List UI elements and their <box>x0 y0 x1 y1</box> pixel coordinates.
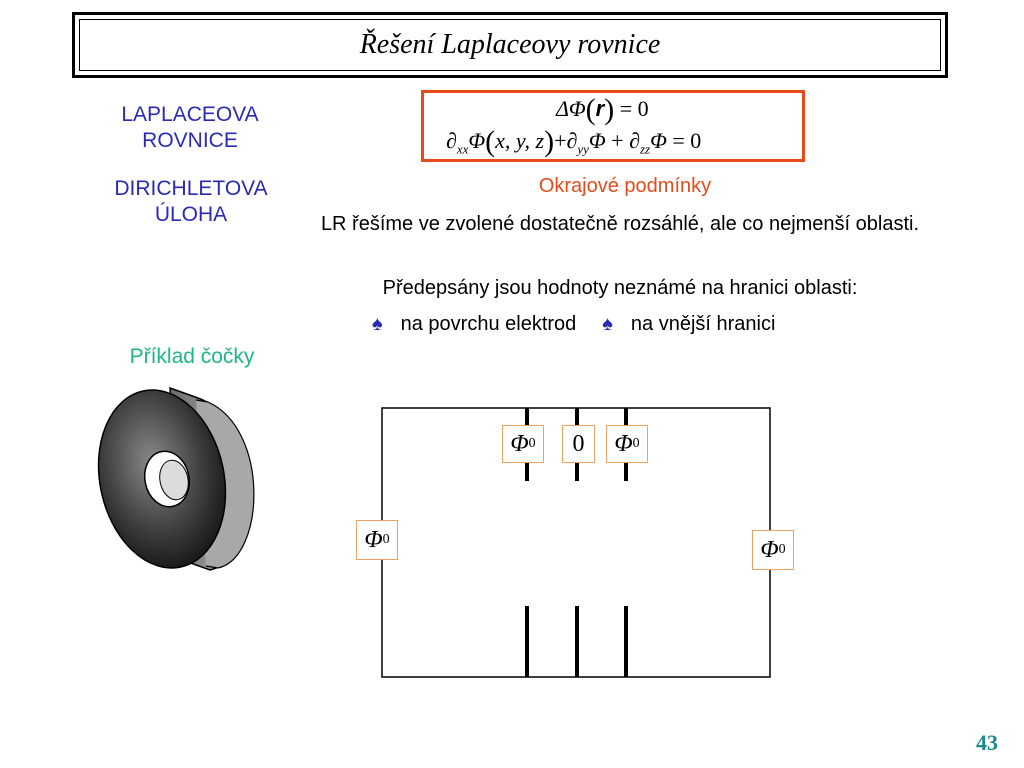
sub-zz: zz <box>639 141 651 157</box>
equation-box: ΔΦ(r) = 0 ∂xxΦ(x, y, z)+∂yyΦ + ∂zzΦ = 0 <box>421 90 805 162</box>
slide-title: Řešení Laplaceovy rovnice <box>359 29 661 60</box>
boundary-bullets: ♠ na povrchu elektrod ♠ na vnější hranici <box>372 313 775 336</box>
plus-1: + <box>554 128 567 153</box>
lens-illustration <box>97 386 255 571</box>
partial-yy: ∂ <box>566 128 578 153</box>
phi-symbol: Φ <box>568 96 586 121</box>
page-number: 43 <box>976 730 998 755</box>
bullet-outer-boundary: na vnější hranici <box>630 313 776 335</box>
phi-yy: Φ <box>588 128 606 153</box>
dirichlet-label-line2: ÚLOHA <box>154 203 228 226</box>
boundary-text-values: Předepsány jsou hodnoty neznámé na hrani… <box>382 277 858 299</box>
phi-xx: Φ <box>468 128 486 153</box>
title-inner-frame: Řešení Laplaceovy rovnice <box>79 19 941 71</box>
laplace-equation-label: LAPLACEOVA ROVNICE <box>100 102 280 154</box>
lens-example-label: Příklad čočky <box>129 345 255 368</box>
partial-zz: ∂ <box>629 128 640 153</box>
potential-label-middle-electrode: 0 <box>562 425 595 463</box>
dirichlet-problem-label: DIRICHLETOVA ÚLOHA <box>95 176 287 228</box>
laplace-label-line2: ROVNICE <box>142 129 238 152</box>
boundary-text-region: LR řešíme ve zvolené dostatečně rozsáhlé… <box>320 213 920 235</box>
sub-xx: xx <box>456 141 469 157</box>
phi-zz: Φ <box>650 128 667 153</box>
plus-2: + <box>611 128 624 153</box>
sub-yy: yy <box>577 141 589 157</box>
dirichlet-label-line1: DIRICHLETOVA <box>114 177 268 200</box>
coordinates: x, y, z <box>495 128 545 153</box>
laplace-label-line1: LAPLACEOVA <box>121 103 259 126</box>
partial-xx: ∂ <box>446 128 457 153</box>
spade-bullet-icon: ♠ <box>602 313 613 335</box>
spade-bullet-icon: ♠ <box>372 313 383 335</box>
laplace-equation-vector: ΔΦ(r) = 0 <box>556 93 649 126</box>
position-vector: r <box>595 96 605 121</box>
bullet-electrodes: na povrchu elektrod <box>400 313 577 335</box>
boundary-conditions-heading: Okrajové podmínky <box>538 175 712 197</box>
laplace-equation-cartesian: ∂xxΦ(x, y, z)+∂yyΦ + ∂zzΦ = 0 <box>446 125 702 158</box>
delta-symbol: Δ <box>556 96 569 121</box>
lens-aperture-inner <box>159 459 189 501</box>
title-frame: Řešení Laplaceovy rovnice <box>72 12 948 78</box>
eq1-rhs: = 0 <box>619 96 649 121</box>
eq2-rhs: = 0 <box>672 128 702 153</box>
